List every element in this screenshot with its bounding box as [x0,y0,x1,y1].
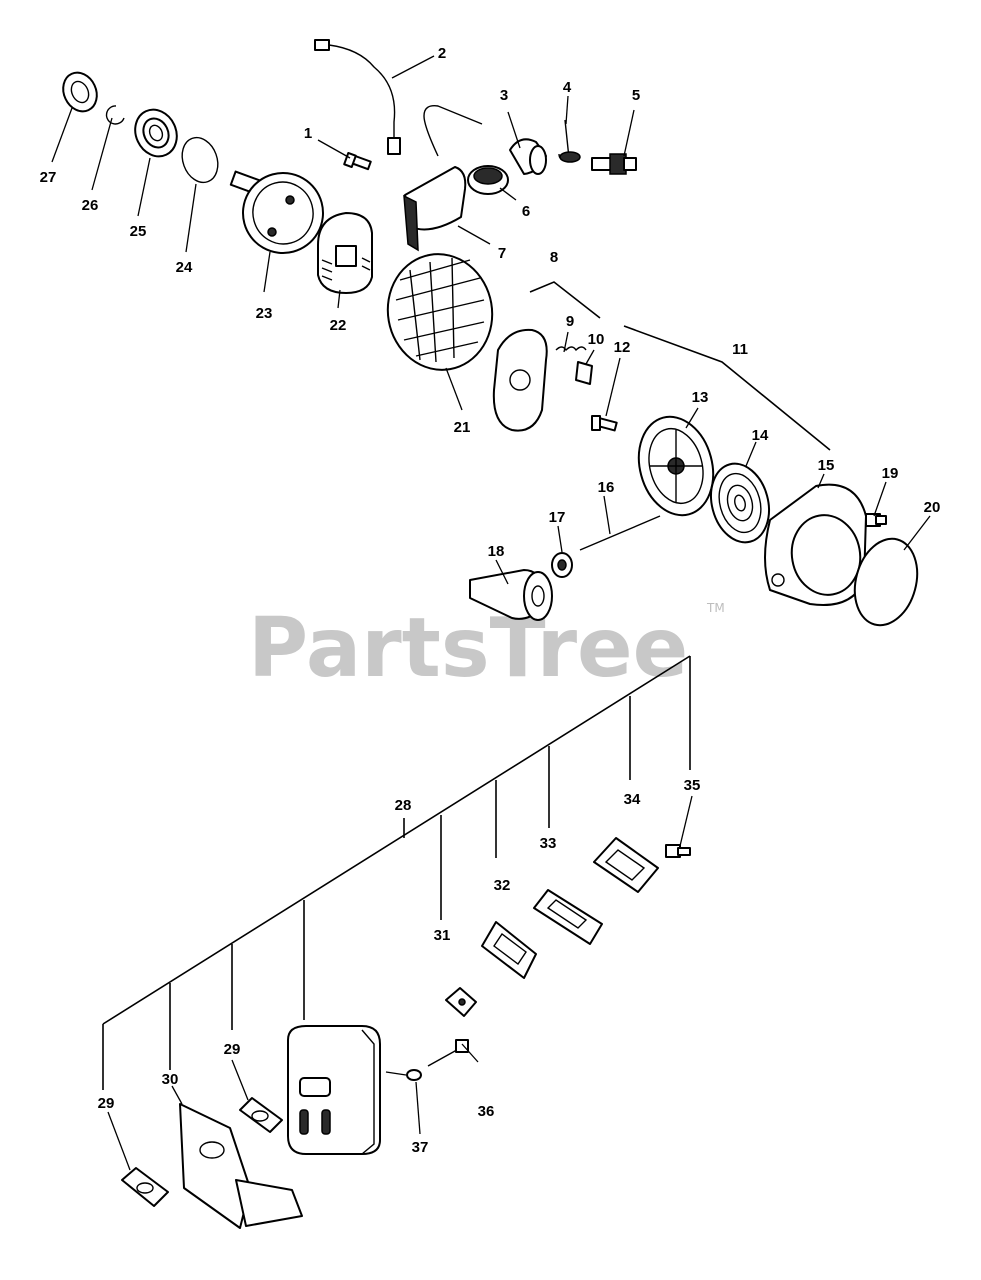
callout-32: 32 [494,877,511,894]
callout-37: 37 [412,1139,429,1156]
leader-lines [51,55,931,1171]
part-22-clutch[interactable] [317,212,373,294]
part-33-plate[interactable] [533,889,603,945]
part-31-plate[interactable] [445,987,477,1017]
callout-1: 1 [304,125,312,142]
part-4-clip[interactable] [558,119,581,163]
part-3-boot[interactable] [509,138,547,175]
callout-29-upper: 29 [224,1041,241,1058]
callout-3: 3 [500,87,508,104]
part-7-ignition-coil[interactable] [403,105,483,252]
part-34-gasket[interactable] [593,837,659,893]
bracket-8 [529,281,601,319]
callout-36: 36 [478,1103,495,1120]
callout-9: 9 [566,313,574,330]
callout-34: 34 [624,791,641,808]
callout-15: 15 [818,457,835,474]
callout-labels: 1 2 3 4 5 6 7 8 9 10 11 12 13 14 15 16 1… [40,45,941,1156]
part-26-snap-ring[interactable] [105,105,125,125]
callout-21: 21 [454,419,471,436]
callout-11: 11 [732,341,748,358]
part-13-pulley[interactable] [628,408,723,523]
callout-25: 25 [130,223,147,240]
callout-30: 30 [162,1071,179,1088]
callout-29-lower: 29 [98,1095,115,1112]
callout-24: 24 [176,259,193,276]
part-24-ring[interactable] [176,133,224,188]
callout-33: 33 [540,835,557,852]
part-37-washer[interactable] [406,1069,422,1081]
part-6-cap[interactable] [467,165,509,195]
part-29-gasket-upper[interactable] [239,1097,283,1133]
callout-5: 5 [632,87,640,104]
part-20-cover[interactable] [846,532,927,633]
callout-16: 16 [598,479,615,496]
part-36-bolt[interactable] [427,1039,469,1067]
part-18-handle[interactable] [469,569,553,621]
part-27-seal[interactable] [57,67,103,117]
part-16-shaft[interactable] [579,515,661,551]
callout-10: 10 [588,331,605,348]
part-23-drum[interactable] [229,164,332,262]
callout-23: 23 [256,305,273,322]
part-29-gasket-lower[interactable] [121,1167,169,1207]
part-14-spring[interactable] [703,457,778,549]
part-21-fan[interactable] [379,246,502,378]
callout-17: 17 [549,509,566,526]
part-17-collar[interactable] [551,552,573,578]
watermark-text: PartsTree [248,601,688,696]
callout-26: 26 [82,197,99,214]
part-32-gasket[interactable] [481,921,537,979]
part-8-pulley-plate[interactable] [492,328,548,432]
part-9-spring[interactable] [555,346,587,352]
callout-8: 8 [550,249,558,266]
callout-19: 19 [882,465,899,482]
callout-13: 13 [692,389,709,406]
part-15-starter-case[interactable] [764,483,867,606]
callout-4: 4 [563,79,572,96]
callout-7: 7 [498,245,506,262]
watermark: PartsTree TM [248,601,725,696]
bracket-28 [102,655,691,1090]
callout-12: 12 [614,339,631,356]
callout-35: 35 [684,777,701,794]
part-19-bolt[interactable] [865,513,887,527]
part-2-wire[interactable] [314,39,401,155]
callout-6: 6 [522,203,530,220]
part-muffler[interactable] [287,1025,381,1155]
callout-22: 22 [330,317,347,334]
part-35-bolt[interactable] [665,844,691,858]
callout-31: 31 [434,927,451,944]
callout-14: 14 [752,427,769,444]
part-10-pawl[interactable] [575,361,593,385]
callout-27: 27 [40,169,57,186]
callout-18: 18 [488,543,505,560]
watermark-trademark: TM [706,601,725,615]
callout-2: 2 [438,45,446,62]
callout-20: 20 [924,499,941,516]
part-12-screw[interactable] [591,415,618,432]
part-25-bearing[interactable] [128,103,185,163]
part-1-screw[interactable] [343,151,372,171]
callout-28: 28 [395,797,412,814]
part-30-heat-shield[interactable] [179,1103,303,1229]
bracket-11 [623,325,831,451]
part-5-spark-plug[interactable] [591,153,637,175]
